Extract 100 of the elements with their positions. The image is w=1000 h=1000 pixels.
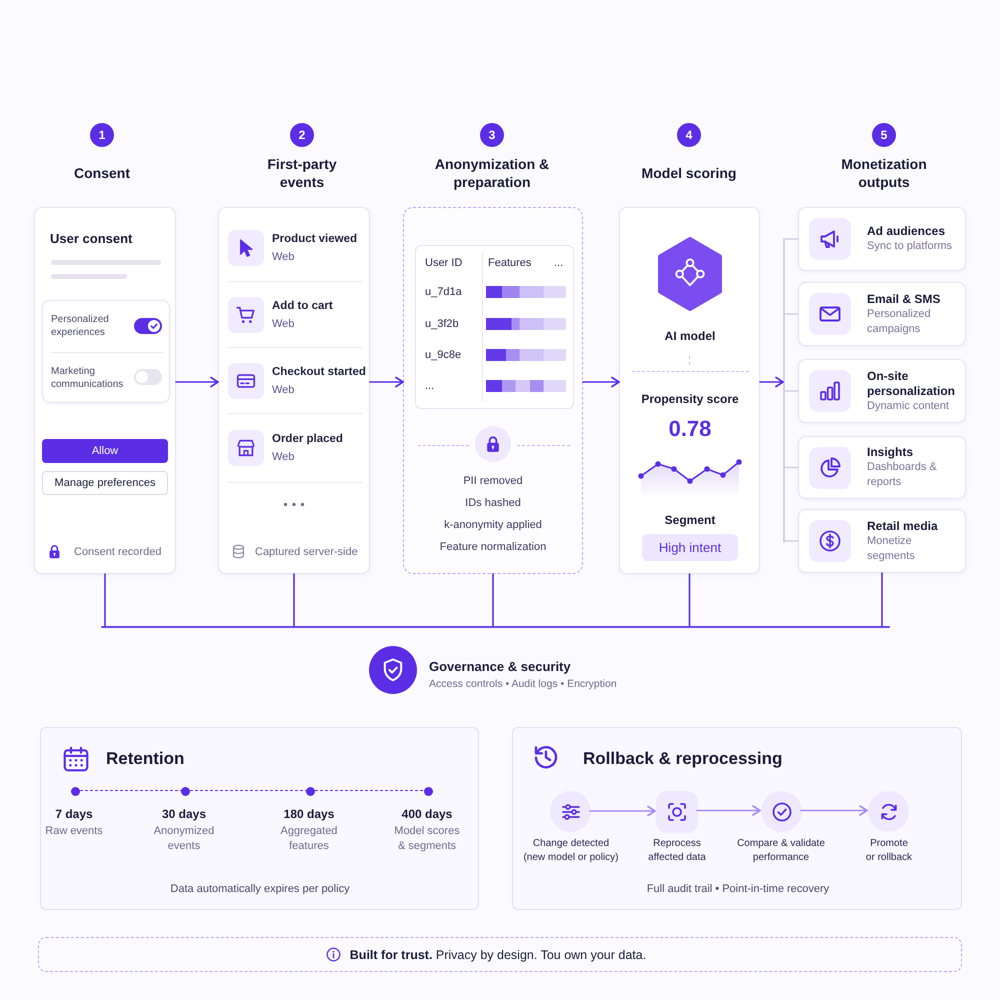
retention-panel (40, 727, 479, 910)
output-card (798, 207, 966, 271)
table-cell: ... (425, 379, 434, 393)
output-card (798, 282, 966, 346)
connector-line (293, 573, 295, 627)
connector-line (784, 238, 799, 240)
step-heading: Consent (74, 164, 130, 182)
column-header: Features (488, 256, 532, 270)
option-label: Personalized experiences (51, 313, 110, 339)
data-category: Model scores & segments (393, 824, 461, 854)
output-card (798, 509, 966, 573)
retention-period: 400 days (402, 807, 452, 821)
processing-note: IDs hashed (465, 496, 521, 510)
output-title: On-site personalization (867, 368, 956, 398)
info-banner (38, 937, 962, 972)
event-name: Order placed (272, 432, 343, 446)
event-source: Web (272, 250, 294, 264)
arrow (175, 376, 219, 388)
step-heading: Anonymization & preparation (434, 155, 550, 191)
metric-label: Propensity score (641, 392, 739, 406)
step-caption: Promote or rollback (865, 837, 913, 865)
step-number-badge: 3 (480, 123, 504, 147)
output-description: Dynamic content (867, 398, 949, 414)
data-category: Raw events (45, 824, 103, 839)
arrow (759, 376, 784, 388)
event-name: Product viewed (272, 232, 357, 246)
output-description: Monetize segments (867, 534, 916, 564)
data-category: Aggregated features (280, 824, 338, 854)
connector-line (104, 573, 106, 627)
output-description: Sync to platforms (867, 239, 952, 254)
connector-line (784, 390, 799, 392)
output-card (798, 436, 966, 499)
output-title: Retail media (867, 518, 938, 534)
table-cell: ... (554, 256, 564, 270)
table-cell: u_3f2b (425, 317, 459, 331)
step-tile (656, 791, 698, 833)
step-number-badge: 4 (677, 123, 701, 147)
card-title: User consent (50, 231, 132, 247)
event-source: Web (272, 383, 294, 397)
event-name: Add to cart (272, 299, 333, 313)
event-source: Web (272, 450, 294, 464)
connector-line (881, 572, 883, 627)
section-title: Governance & security (429, 659, 571, 675)
toggle-panel (42, 300, 170, 403)
output-description: Personalized campaigns (867, 306, 932, 336)
arrow (582, 376, 620, 388)
output-title: Email & SMS (867, 292, 940, 306)
step-number-badge: 1 (90, 123, 114, 147)
step-number-badge: 5 (872, 123, 896, 147)
table-cell: u_9c8e (425, 348, 462, 362)
retention-period: 180 days (284, 807, 334, 821)
option-label: Marketing communications (51, 365, 124, 391)
connector-line (688, 573, 690, 627)
rollback-panel (512, 727, 962, 910)
step-heading: Model scoring (642, 164, 736, 182)
step-circle (761, 791, 802, 832)
connector-line (492, 573, 494, 627)
connector-line (784, 466, 799, 468)
arrow (589, 806, 656, 816)
connector-line (784, 313, 799, 315)
segment-tag: High intent (642, 534, 738, 561)
step-heading: First-party events (266, 155, 338, 191)
panel-title: Retention (106, 749, 184, 769)
table-cell: u_7d1a (425, 285, 462, 299)
status-text: Captured server-side (255, 545, 358, 559)
arrow (696, 805, 761, 816)
events-card (218, 207, 370, 574)
retention-period: 30 days (162, 807, 206, 821)
output-description: Dashboards & reports (867, 460, 938, 490)
step-circle (550, 791, 591, 832)
processing-note: Feature normalization (440, 540, 546, 554)
output-title: Insights (867, 445, 914, 460)
panel-note: Data automatically expires per policy (170, 882, 350, 896)
feature-list: Access controls • Audit logs • Encryption (429, 678, 617, 691)
step-caption: Change detected (new model or policy) (522, 837, 620, 865)
step-circle (868, 791, 909, 832)
model-label: AI model (664, 329, 716, 343)
panel-title: Rollback & reprocessing (583, 749, 782, 769)
step-heading: Monetization outputs (840, 155, 928, 191)
arrow (369, 376, 404, 388)
model-card (619, 207, 760, 574)
score-value: 0.78 (668, 416, 712, 442)
event-name: Checkout started (272, 365, 366, 379)
anonymization-card (403, 207, 583, 574)
event-source: Web (272, 317, 294, 331)
manage-preferences-button: Manage preferences (42, 471, 168, 495)
processing-note: k-anonymity applied (444, 518, 542, 532)
data-table (415, 245, 574, 409)
panel-note: Full audit trail • Point-in-time recovery (646, 882, 830, 896)
consent-card (34, 207, 176, 574)
output-card (798, 359, 966, 423)
segment-label: Segment (664, 513, 716, 527)
step-number-badge: 2 (290, 123, 314, 147)
retention-period: 7 days (55, 807, 93, 821)
step-caption: Reprocess affected data (647, 837, 707, 865)
data-category: Anonymized events (152, 824, 216, 854)
banner-text: Built for trust. Privacy by design. Tou own your data. (350, 946, 646, 962)
step-caption: Compare & validate performance (736, 837, 826, 865)
allow-button: Allow (42, 439, 168, 463)
processing-note: PII removed (463, 474, 523, 488)
